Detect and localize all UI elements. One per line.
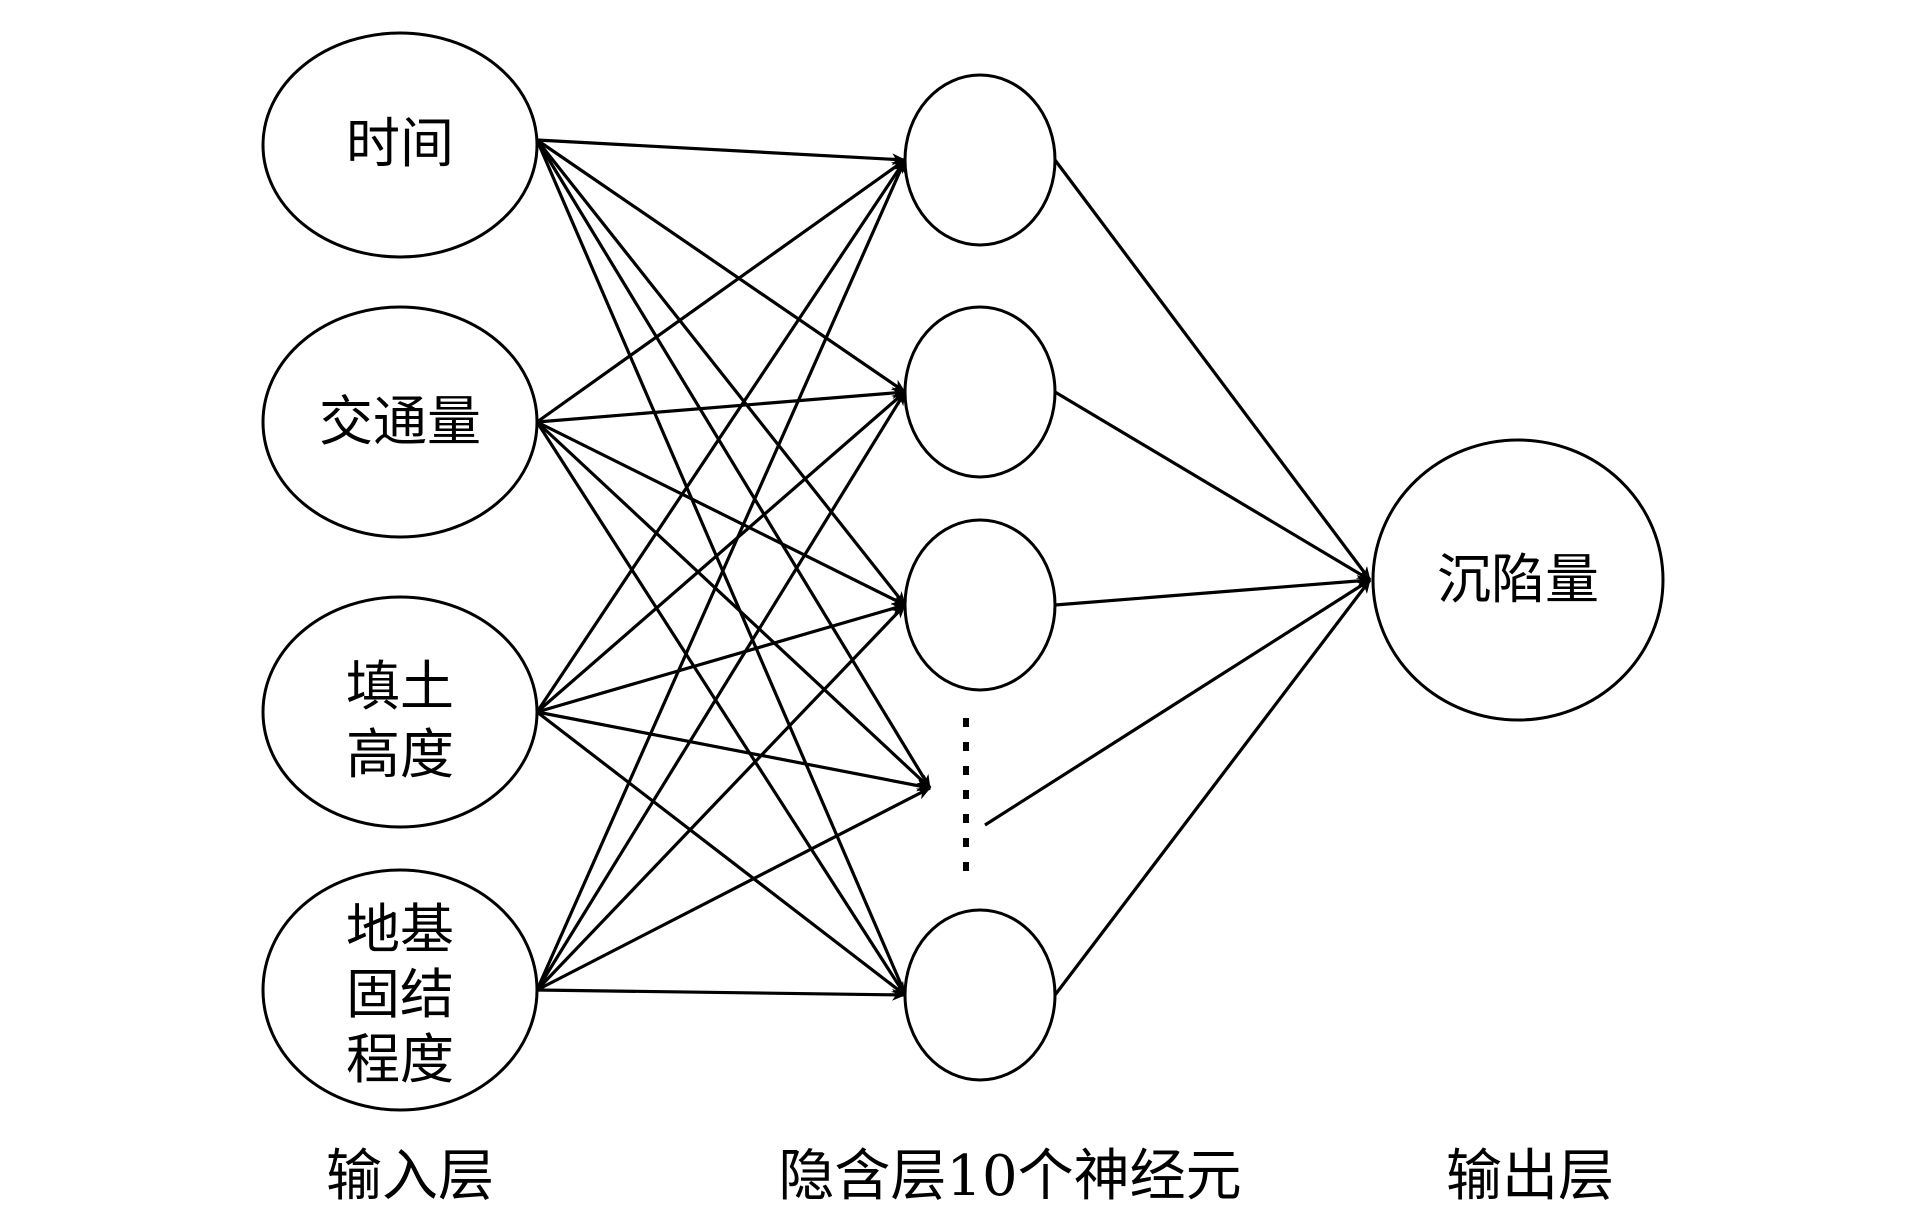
node-label-line: 沉陷量 — [1437, 548, 1599, 611]
input-hidden-edge — [535, 390, 907, 714]
input-hidden-edge — [536, 138, 906, 394]
connection-edges — [535, 138, 1372, 1041]
ellipsis-dot — [963, 838, 969, 847]
input-hidden-edge — [535, 603, 907, 992]
input-hidden-edge — [535, 139, 932, 789]
hidden-ellipsis — [963, 718, 969, 871]
input-hidden-edge — [535, 391, 907, 991]
input-layer-label: 输入层 — [326, 1144, 494, 1206]
hidden-output-edge — [1054, 390, 1371, 582]
hidden-node-2 — [903, 305, 1057, 479]
input-hidden-edge — [535, 420, 932, 790]
output-layer-label: 输出层 — [1446, 1144, 1614, 1206]
ellipsis-dot — [963, 766, 969, 775]
hidden-node-1 — [903, 73, 1057, 247]
input-hidden-edge — [535, 159, 907, 991]
hidden-output-edge — [1053, 159, 1372, 581]
input-hidden-edge — [536, 988, 906, 1001]
input-hidden-edge — [536, 138, 906, 166]
input-node-fill-height: 填土 高度 — [261, 595, 539, 829]
ellipsis-dot — [963, 742, 969, 751]
node-label-line: 固结 — [346, 963, 454, 1026]
input-node-consolidation: 地基 固结 程度 — [261, 868, 539, 1112]
input-hidden-edge — [535, 139, 927, 1041]
input-hidden-edge — [536, 158, 906, 424]
output-node-settlement: 沉陷量 — [1371, 438, 1665, 722]
input-hidden-edge — [536, 387, 906, 424]
node-label-line: 填土 — [346, 655, 454, 718]
ellipsis-dot — [963, 718, 969, 727]
input-hidden-edge — [536, 710, 906, 997]
input-hidden-edge — [535, 139, 907, 606]
node-label-line: 程度 — [346, 1028, 454, 1091]
input-hidden-edge — [536, 786, 931, 992]
input-hidden-edge — [536, 420, 906, 607]
node-label-line: 时间 — [346, 112, 454, 175]
node-label-line: 交通量 — [319, 390, 481, 453]
input-hidden-edge — [535, 159, 907, 713]
hidden-layer-label: 隐含层10个神经元 — [778, 1144, 1241, 1206]
ellipsis-dot — [963, 862, 969, 871]
hidden-output-edge — [1053, 579, 1372, 996]
node-label-line: 地基 — [346, 898, 454, 961]
input-hidden-edge — [536, 710, 931, 792]
input-hidden-edge — [536, 602, 906, 714]
node-label-line: 高度 — [346, 723, 454, 786]
ellipsis-dot — [963, 790, 969, 799]
ellipsis-dot — [963, 814, 969, 823]
hidden-output-edge — [984, 578, 1371, 827]
hidden-output-edge — [1054, 575, 1371, 607]
input-hidden-edge — [535, 421, 907, 996]
input-node-time: 时间 — [261, 31, 539, 259]
hidden-node-3 — [903, 518, 1057, 692]
input-node-traffic: 交通量 — [261, 305, 539, 539]
hidden-node-last — [903, 908, 1057, 1082]
